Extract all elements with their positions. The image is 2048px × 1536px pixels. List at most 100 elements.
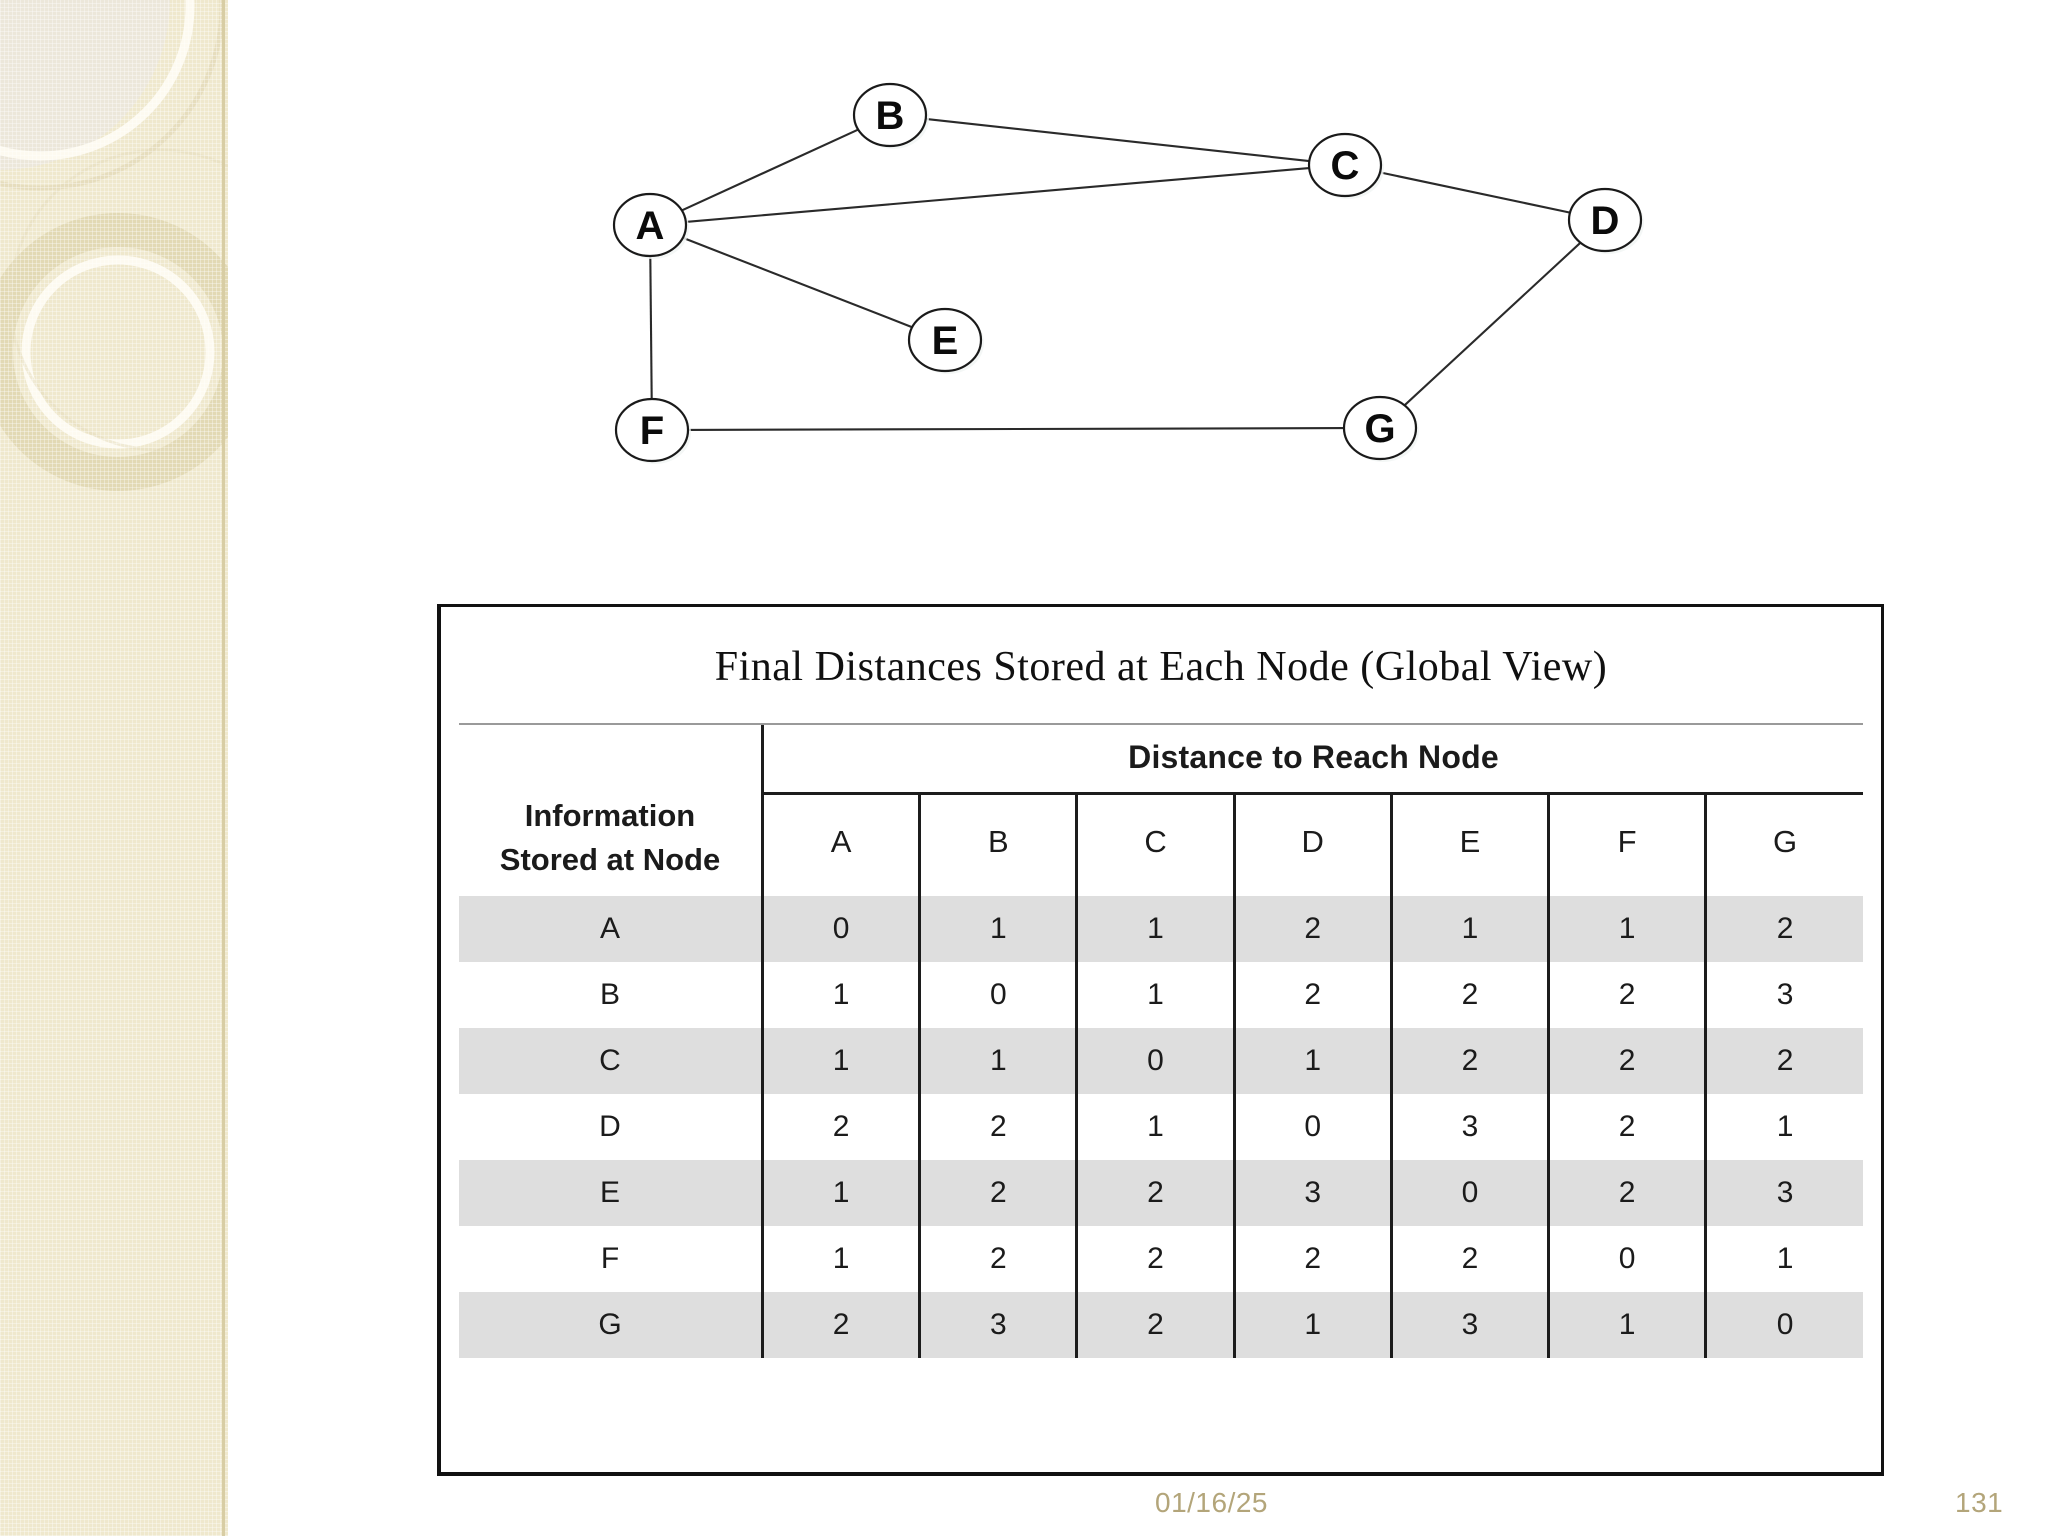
column-header-d: D <box>1232 792 1392 896</box>
cell-a-f: 1 <box>1547 895 1706 962</box>
node-circle-icon <box>612 192 688 258</box>
node-label: E <box>932 319 959 363</box>
node-circle-icon <box>614 397 690 463</box>
graph-node-g: G <box>1342 395 1419 462</box>
graph-edges <box>649 117 1582 431</box>
graph-edge-b-c <box>925 117 1310 163</box>
column-header-c: C <box>1075 792 1235 896</box>
row-label-e: E <box>459 1159 763 1226</box>
row-label-d: D <box>459 1093 763 1160</box>
cell-c-c: 0 <box>1075 1027 1235 1094</box>
cell-f-d: 2 <box>1232 1225 1392 1292</box>
cell-c-a: 1 <box>760 1027 920 1094</box>
cell-b-b: 0 <box>918 961 1077 1028</box>
figure-title-divider <box>459 723 1863 726</box>
cell-f-b: 2 <box>918 1225 1077 1292</box>
row-axis-header-line1: Information <box>524 797 696 833</box>
node-label: C <box>1331 144 1360 188</box>
row-label-g: G <box>459 1291 763 1358</box>
cell-g-f: 1 <box>1547 1291 1706 1358</box>
graph-edge-a-b <box>681 128 859 212</box>
graph-node-c: C <box>1307 132 1384 199</box>
cell-a-a: 0 <box>760 895 920 962</box>
node-label: D <box>1591 199 1620 243</box>
cell-c-e: 2 <box>1389 1027 1549 1094</box>
cell-c-d: 1 <box>1232 1027 1392 1094</box>
graph-node-a: A <box>612 192 689 259</box>
cell-d-f: 2 <box>1547 1093 1706 1160</box>
cell-d-g: 1 <box>1704 1093 1863 1160</box>
cell-a-c: 1 <box>1075 895 1235 962</box>
sidebar-decoration-icon <box>0 0 228 1536</box>
node-label: G <box>1364 407 1395 451</box>
column-header-a: A <box>760 792 920 896</box>
graph-edge-f-g <box>687 427 1345 431</box>
cell-e-e: 0 <box>1389 1159 1549 1226</box>
graph-node-d: D <box>1567 187 1644 254</box>
cell-c-b: 1 <box>918 1027 1077 1094</box>
cell-e-f: 2 <box>1547 1159 1706 1226</box>
graph-edge-d-g <box>1403 241 1582 407</box>
graph-edge-a-c <box>685 167 1310 223</box>
graph-edge-a-e <box>682 236 913 329</box>
cell-e-c: 2 <box>1075 1159 1235 1226</box>
cell-g-e: 3 <box>1389 1291 1549 1358</box>
cell-b-d: 2 <box>1232 961 1392 1028</box>
footer-date: 01/16/25 <box>1155 1487 1268 1518</box>
cell-e-b: 2 <box>918 1159 1077 1226</box>
cell-c-f: 2 <box>1547 1027 1706 1094</box>
node-circle-icon <box>1307 132 1383 198</box>
cell-g-g: 0 <box>1704 1291 1863 1358</box>
network-graph: A B C D E F G <box>560 40 1644 464</box>
row-label-c: C <box>459 1027 763 1094</box>
node-circle-icon <box>852 82 928 148</box>
cell-e-d: 3 <box>1232 1159 1392 1226</box>
cell-f-e: 2 <box>1389 1225 1549 1292</box>
row-axis-header: Information Stored at Node <box>459 793 763 896</box>
cell-c-g: 2 <box>1704 1027 1863 1094</box>
graph-edge-c-d <box>1379 171 1571 214</box>
cell-f-c: 2 <box>1075 1225 1235 1292</box>
cell-d-e: 3 <box>1389 1093 1549 1160</box>
distance-table-figure: Final Distances Stored at Each Node (Glo… <box>437 604 1884 1476</box>
decorative-sidebar <box>0 0 228 1536</box>
cell-a-d: 2 <box>1232 895 1392 962</box>
cell-f-a: 1 <box>760 1225 920 1292</box>
row-axis-header-line2: Stored at Node <box>499 841 721 877</box>
cell-g-b: 3 <box>918 1291 1077 1358</box>
cell-d-d: 0 <box>1232 1093 1392 1160</box>
footer-page-number: 131 <box>1955 1487 2004 1518</box>
cell-b-a: 1 <box>760 961 920 1028</box>
cell-g-a: 2 <box>760 1291 920 1358</box>
graph-node-f: F <box>614 397 691 464</box>
row-header-spacer <box>459 725 763 794</box>
cell-a-g: 2 <box>1704 895 1863 962</box>
graph-node-b: B <box>852 82 929 149</box>
cell-e-a: 1 <box>760 1159 920 1226</box>
cell-b-f: 2 <box>1547 961 1706 1028</box>
cell-d-c: 1 <box>1075 1093 1235 1160</box>
figure-title: Final Distances Stored at Each Node (Glo… <box>714 644 1608 690</box>
column-header-e: E <box>1389 792 1549 896</box>
row-label-a: A <box>459 895 763 962</box>
cell-g-d: 1 <box>1232 1291 1392 1358</box>
node-circle-icon <box>907 307 983 373</box>
node-circle-icon <box>1342 395 1418 461</box>
column-header-f: F <box>1547 792 1706 896</box>
node-circle-icon <box>1567 187 1643 253</box>
cell-a-b: 1 <box>918 895 1077 962</box>
distance-table: Distance to Reach Node Information Store… <box>459 725 1863 1358</box>
graph-node-e: E <box>907 307 984 374</box>
cell-g-c: 2 <box>1075 1291 1235 1358</box>
cell-d-a: 2 <box>760 1093 920 1160</box>
node-label: B <box>876 94 905 138</box>
graph-nodes: A B C D E F G <box>612 82 1644 464</box>
cell-b-e: 2 <box>1389 961 1549 1028</box>
column-header-g: G <box>1704 792 1863 896</box>
